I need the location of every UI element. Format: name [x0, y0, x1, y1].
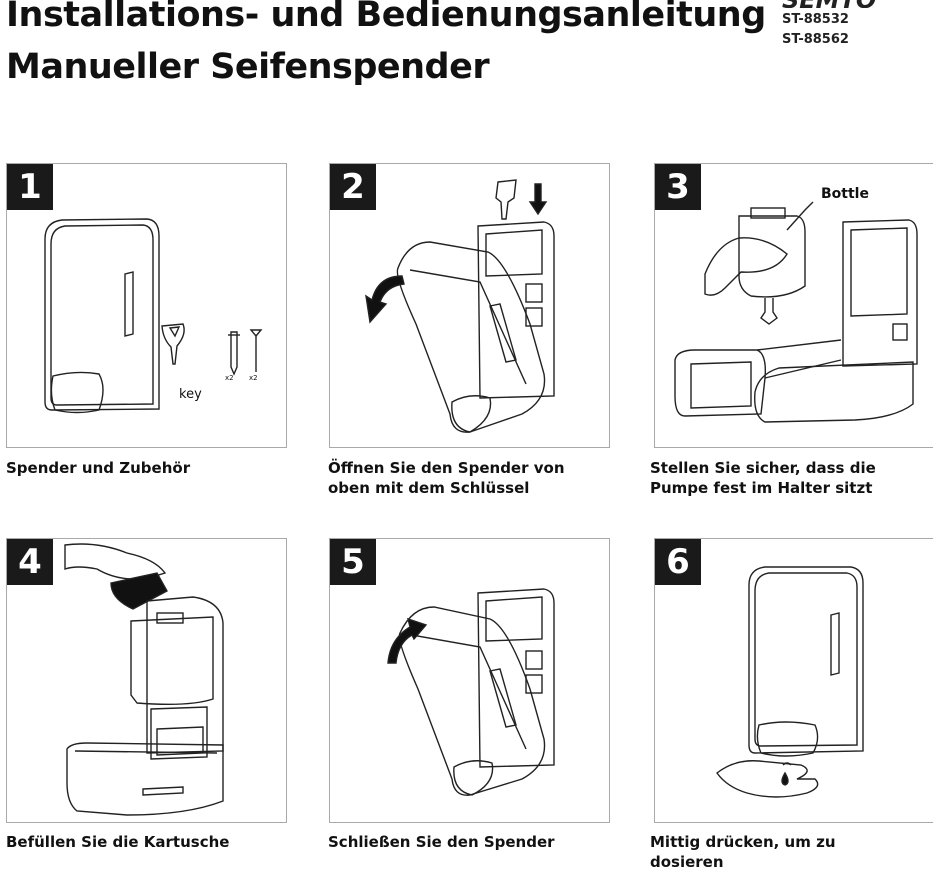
- step-1-panel: 1 key x2 x2: [6, 163, 287, 448]
- step-6-number: 6: [655, 539, 701, 585]
- step-6-panel: 6: [654, 538, 933, 823]
- step-4-panel: 4: [6, 538, 287, 823]
- step-4-number: 4: [7, 539, 53, 585]
- fill-cartridge-illustration: [64, 543, 224, 816]
- bottle-label: Bottle: [821, 186, 869, 202]
- anchor-quantity-label: x2: [249, 374, 258, 382]
- dispenser-accessories-illustration: [44, 218, 263, 414]
- step-3-panel: 3 Bottle: [654, 163, 933, 448]
- insert-bottle-illustration: [674, 201, 918, 423]
- step-2-number: 2: [330, 164, 376, 210]
- open-dispenser-illustration: [365, 179, 555, 433]
- brand-logo: SEMTO: [782, 0, 912, 8]
- step-2-panel: 2: [329, 163, 610, 448]
- step-1-number: 1: [7, 164, 53, 210]
- step-1-caption: Spender und Zubehör: [6, 459, 191, 477]
- key-label: key: [179, 387, 202, 402]
- step-4-caption: Befüllen Sie die Kartusche: [6, 833, 230, 851]
- model-number-1: ST-88532: [782, 12, 849, 27]
- step-5-panel: 5: [329, 538, 610, 823]
- dispense-soap-illustration: [716, 566, 864, 798]
- document-title: Installations- und Bedienungsanleitung: [6, 0, 766, 35]
- model-number-2: ST-88562: [782, 32, 849, 47]
- step-3-number: 3: [655, 164, 701, 210]
- step-5-number: 5: [330, 539, 376, 585]
- close-dispenser-illustration: [387, 588, 555, 796]
- step-5-caption: Schließen Sie den Spender: [328, 833, 555, 851]
- screw-quantity-label: x2: [225, 374, 234, 382]
- document-subtitle: Manueller Seifenspender: [6, 47, 490, 87]
